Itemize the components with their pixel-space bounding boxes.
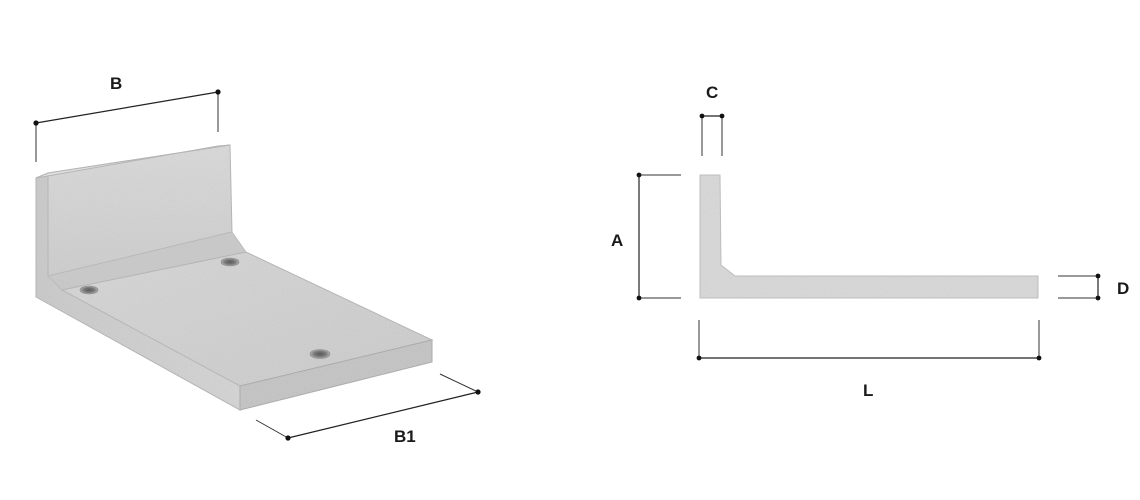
label-l: L [863,381,873,400]
iso-texture [36,145,432,410]
label-d: D [1117,279,1129,298]
section-texture [700,175,1038,298]
iso-lifting-hole-left [79,285,99,295]
isometric-view: B B1 [33,74,481,446]
dimension-b1: B1 [255,373,481,446]
iso-lifting-hole-back [220,257,240,267]
label-b1: B1 [394,427,416,446]
dimension-c: C [699,83,725,156]
iso-lifting-hole-front [309,349,331,359]
label-b: B [110,74,122,93]
label-a: A [611,231,623,250]
dimension-a: A [611,172,681,301]
dimension-l: L [696,320,1042,400]
dimension-d: D [1058,273,1129,301]
section-view: C A D L [611,83,1129,400]
dimension-b: B [33,74,221,162]
label-c: C [706,83,718,102]
